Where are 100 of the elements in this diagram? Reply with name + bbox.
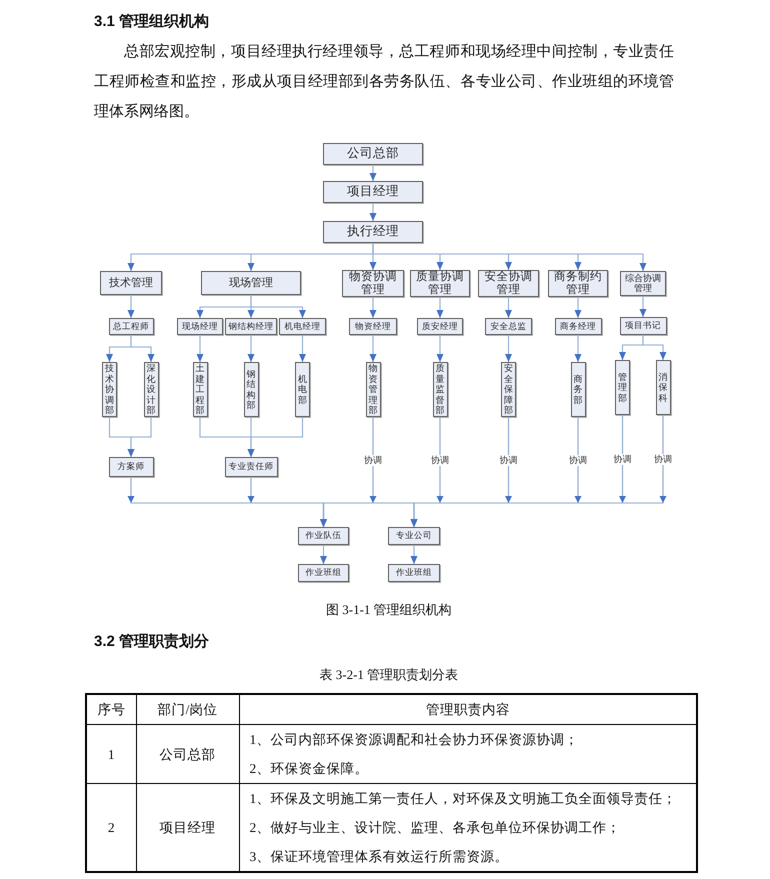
org-chart-box [225, 318, 277, 335]
unit-name: 质安经理 [422, 322, 458, 332]
unit-name: 管理部 [618, 372, 627, 404]
connector-arrow [505, 335, 512, 362]
org-chart-box [201, 271, 301, 295]
unit-name: 消保科 [658, 372, 668, 404]
unit-name: 深化设计部 [146, 363, 156, 416]
org-chart-box [144, 362, 158, 417]
unit-name: 执行经理 [347, 225, 399, 239]
org-chart-box [100, 271, 162, 295]
org-chart-box [298, 564, 349, 582]
unit-name: 公司总部 [347, 147, 399, 161]
unit-name: 现场经理 [182, 322, 218, 332]
connector-arrow [128, 295, 134, 318]
duty-item: 3、保证环境管理体系有效运行所需资源。 [250, 849, 508, 864]
connector-arrow [370, 203, 376, 221]
org-chart-box [102, 362, 117, 417]
row-number: 1 [108, 746, 115, 762]
unit-name: 项目书记 [625, 321, 661, 331]
connector-arrow [320, 545, 327, 564]
connector-arrow [642, 335, 666, 360]
org-chart-box [244, 362, 258, 417]
unit-name: 钢结构经理 [228, 322, 274, 332]
org-chart-box [323, 221, 423, 243]
connector-arrow [372, 243, 646, 271]
connector-arrow [410, 415, 664, 527]
org-chart-box [108, 318, 154, 335]
connector-arrow [505, 297, 512, 318]
duty-item: 1、公司内部环保资源调配和社会协力环保资源协调； [250, 732, 578, 747]
unit-name: 土建工程部 [196, 363, 204, 416]
org-chart-box [410, 270, 470, 297]
unit-name: 作业队伍 [306, 531, 342, 541]
unit-name: 现场管理 [229, 276, 273, 290]
org-chart-box [295, 362, 310, 417]
department-name: 公司总部 [160, 746, 216, 762]
edge-label: 协调 [364, 454, 382, 466]
org-chart-box [548, 270, 608, 297]
org-chart-box [108, 457, 154, 477]
org-chart-box [177, 318, 223, 335]
unit-name: 商务制约管理 [553, 270, 603, 296]
connector-arrow [130, 335, 154, 362]
unit-name: 机电经理 [284, 322, 320, 332]
unit-name: 总工程师 [113, 322, 149, 332]
unit-name: 质量监督部 [436, 363, 444, 416]
connector-arrow [436, 297, 444, 318]
edge-label: 协调 [500, 454, 518, 466]
org-chart-box [342, 270, 404, 297]
org-chart-box [323, 143, 423, 165]
unit-name: 物资协调管理 [348, 270, 398, 296]
section-heading: 3.2 管理职责划分 [94, 633, 210, 652]
org-chart-box [485, 318, 532, 335]
column-header: 部门/岗位 [158, 702, 218, 717]
connector-arrow [410, 545, 418, 564]
unit-name: 专业公司 [396, 531, 432, 541]
unit-name: 商务部 [574, 374, 582, 406]
org-chart-box [349, 318, 397, 335]
unit-name: 项目经理 [347, 185, 399, 199]
unit-name: 钢结构部 [246, 368, 256, 410]
edge-label: 协调 [614, 454, 632, 464]
unit-name: 质量协调管理 [415, 270, 465, 296]
org-chart-box [279, 318, 326, 335]
unit-name: 专业责任师 [228, 462, 274, 472]
connector-arrow [574, 335, 582, 362]
connector-arrow [640, 296, 646, 317]
org-chart-box [432, 362, 448, 417]
unit-name: 安全保障部 [504, 363, 513, 416]
edge-label: 协调 [431, 454, 449, 466]
department-name: 项目经理 [160, 820, 216, 835]
org-chart-box [620, 271, 666, 296]
connector-arrow [250, 295, 306, 318]
connector-arrow [248, 417, 304, 457]
column-header: 管理职责内容 [426, 702, 510, 717]
org-chart-box [224, 457, 278, 477]
figure-caption: 图 3-1-1 管理组织机构 [326, 602, 452, 618]
org-chart-box [478, 270, 539, 297]
connector-arrow [370, 297, 376, 318]
connector-arrow [436, 335, 444, 362]
org-chart-box [388, 527, 440, 545]
unit-name: 安全协调管理 [484, 270, 534, 296]
org-chart-box [323, 181, 423, 203]
body-paragraph: 总部宏观控制，项目经理执行经理领导，总工程师和现场经理中间控制，专业责任工程师检查和监控，形成从项目经理部到各劳务队伍、各专业公司、作业班组的环境管理体系网络图。 [94, 42, 674, 122]
org-chart-box [388, 564, 440, 582]
row-number: 2 [108, 820, 115, 835]
duty-item: 2、环保资金保障。 [250, 761, 368, 776]
connector-arrow [248, 335, 254, 362]
unit-name: 安全总监 [490, 322, 526, 332]
org-chart-box [366, 362, 380, 417]
org-chart-box [192, 362, 208, 417]
edge-label: 协调 [569, 454, 587, 466]
unit-name: 物资经理 [355, 322, 391, 332]
org-chart-box [554, 318, 602, 335]
connector-arrow [370, 335, 376, 362]
connector-arrow [370, 165, 376, 181]
unit-name: 作业班组 [306, 568, 342, 578]
duty-item: 2、做好与业主、设计院、监理、各承包单位环保协调工作； [250, 820, 620, 835]
connector-arrow [299, 335, 306, 362]
column-header: 序号 [97, 702, 126, 717]
connector-arrow [196, 335, 204, 362]
org-chart-box [417, 318, 463, 335]
edge-label: 协调 [654, 454, 672, 464]
